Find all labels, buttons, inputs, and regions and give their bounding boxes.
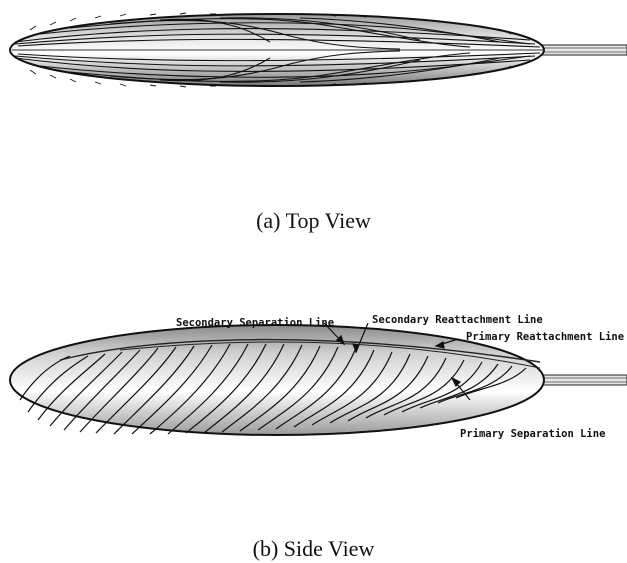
top-view-caption: (a) Top View — [0, 208, 627, 234]
side-view-figure: Secondary Separation Line Secondary Reat… — [0, 290, 627, 530]
body-top — [10, 14, 544, 86]
side-view-caption: (b) Side View — [0, 536, 627, 562]
label-primary-separation: Primary Separation Line — [460, 428, 605, 440]
label-secondary-separation: Secondary Separation Line — [176, 317, 334, 329]
label-secondary-reattachment: Secondary Reattachment Line — [372, 314, 543, 326]
label-primary-reattachment: Primary Reattachment Line — [466, 331, 624, 343]
sting-side — [540, 375, 627, 385]
sting-top — [540, 45, 627, 55]
side-view-panel: Secondary Separation Line Secondary Reat… — [0, 290, 627, 563]
top-view-figure — [0, 0, 627, 200]
top-view-panel: (a) Top View — [0, 0, 627, 240]
body-side — [10, 325, 544, 435]
